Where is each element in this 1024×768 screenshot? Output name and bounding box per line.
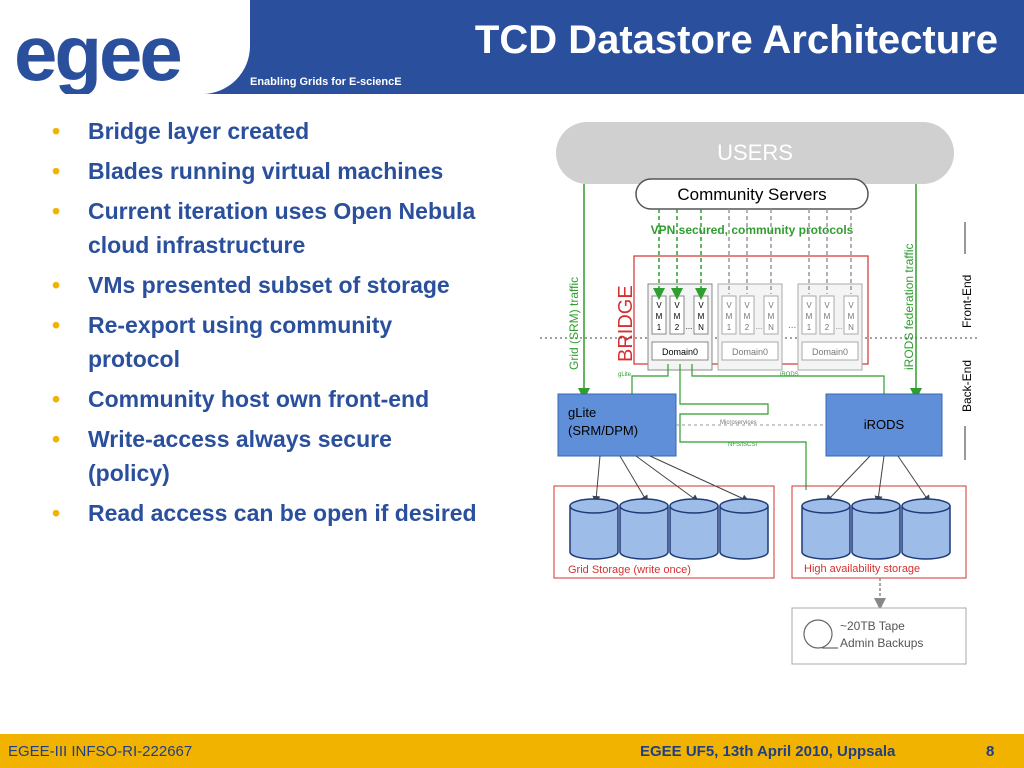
svg-text:V: V xyxy=(768,301,774,310)
glite-small-label: gLite xyxy=(618,372,632,378)
bullet-icon: • xyxy=(52,426,61,452)
svg-text:V: V xyxy=(806,301,812,310)
svg-text:N: N xyxy=(698,323,704,332)
svg-text:V: V xyxy=(656,301,662,310)
front-end-label: Front-End xyxy=(960,275,974,328)
grid-storage-zone xyxy=(553,485,775,579)
blade-group-3: VM1 VM2 ... VMN Domain0 xyxy=(797,283,863,371)
header-bar: egee Enabling Grids for E-sciencE TCD Da… xyxy=(0,0,1024,97)
footer-center: EGEE UF5, 13th April 2010, Uppsala xyxy=(640,743,896,760)
list-item: •Re-export using community protocol xyxy=(48,308,478,376)
svg-text:V: V xyxy=(726,301,732,310)
ha-disks xyxy=(801,498,951,560)
grid-traffic-label: Grid (SRM) traffic xyxy=(567,277,581,370)
tape-label: ~20TB Tape xyxy=(840,619,905,633)
users-label: USERS xyxy=(717,140,793,165)
svg-text:...: ... xyxy=(788,320,796,331)
grid-storage-label: Grid Storage (write once) xyxy=(568,564,691,576)
blade-group-2: VM1 VM2 ... VMN Domain0 xyxy=(717,283,783,371)
footer-left: EGEE-III INFSO-RI-222667 xyxy=(8,743,193,760)
community-servers-label: Community Servers xyxy=(677,185,826,204)
egee-logo: egee xyxy=(0,0,250,97)
svg-text:M: M xyxy=(744,312,751,321)
users-box xyxy=(556,122,954,184)
glite-box xyxy=(557,393,677,457)
glite-label: gLite xyxy=(568,405,596,420)
svg-text:...: ... xyxy=(836,322,843,331)
svg-text:V: V xyxy=(698,301,704,310)
page-number: 8 xyxy=(986,743,995,760)
list-item: •Community host own front-end xyxy=(48,382,478,416)
svg-text:M: M xyxy=(656,312,663,321)
list-item: •Read access can be open if desired xyxy=(48,496,478,530)
tagline: Enabling Grids for E-sciencE xyxy=(250,76,402,88)
tape-reel-icon xyxy=(803,619,833,649)
svg-text:N: N xyxy=(848,323,854,332)
bullet-list: •Bridge layer created •Blades running vi… xyxy=(48,114,478,536)
glite-sublabel: (SRM/DPM) xyxy=(568,423,638,438)
logo-text: egee xyxy=(14,9,180,94)
bullet-icon: • xyxy=(52,386,61,412)
svg-text:1: 1 xyxy=(657,323,662,332)
architecture-diagram: USERS Community Servers VPN secured, com… xyxy=(540,122,980,665)
page-title: TCD Datastore Architecture xyxy=(474,18,998,62)
svg-text:N: N xyxy=(768,323,774,332)
tape-box xyxy=(791,607,967,665)
irods-traffic-label: iRODS federation traffic xyxy=(902,244,916,371)
vm-links xyxy=(653,209,852,300)
svg-text:2: 2 xyxy=(825,323,830,332)
svg-text:2: 2 xyxy=(675,323,680,332)
ha-storage-label: High availability storage xyxy=(804,563,920,575)
svg-text:M: M xyxy=(674,312,681,321)
community-servers-box xyxy=(635,178,869,210)
bullet-icon: • xyxy=(52,272,61,298)
svg-text:V: V xyxy=(744,301,750,310)
microservices-label: Microservices xyxy=(720,420,757,426)
svg-text:V: V xyxy=(674,301,680,310)
list-item: •VMs presented subset of storage xyxy=(48,268,478,302)
svg-text:V: V xyxy=(848,301,854,310)
egee-logo-icon: egee xyxy=(14,9,183,97)
list-item: •Write-access always secure (policy) xyxy=(48,422,478,490)
ha-storage-zone xyxy=(791,485,967,579)
svg-text:M: M xyxy=(726,312,733,321)
vpn-label: VPN secured, community protocols xyxy=(651,223,854,237)
bullet-icon: • xyxy=(52,312,61,338)
bullet-icon: • xyxy=(52,500,61,526)
svg-text:2: 2 xyxy=(745,323,750,332)
domain-label: Domain0 xyxy=(662,347,698,357)
blade-group-1: VM1 VM2 ... VMN Domain0 xyxy=(647,283,713,371)
list-item: •Blades running virtual machines xyxy=(48,154,478,188)
svg-text:V: V xyxy=(824,301,830,310)
svg-text:M: M xyxy=(848,312,855,321)
svg-text:M: M xyxy=(824,312,831,321)
bullet-icon: • xyxy=(52,158,61,184)
ellipsis: ... xyxy=(686,322,693,331)
irods-small-label: iRODS xyxy=(780,372,799,378)
svg-text:M: M xyxy=(768,312,775,321)
nfs-label: NFS/iSCSI xyxy=(728,442,757,448)
irods-label: iRODS xyxy=(864,417,905,432)
grid-disks xyxy=(569,498,769,560)
bullet-icon: • xyxy=(52,198,61,224)
list-item: •Bridge layer created xyxy=(48,114,478,148)
bridge-label: BRIDGE xyxy=(615,285,637,362)
svg-text:1: 1 xyxy=(727,323,732,332)
svg-text:...: ... xyxy=(756,322,763,331)
svg-text:Domain0: Domain0 xyxy=(812,347,848,357)
list-item: •Current iteration uses Open Nebula clou… xyxy=(48,194,478,262)
footer-bar: EGEE-III INFSO-RI-222667 EGEE UF5, 13th … xyxy=(0,734,1024,768)
svg-text:M: M xyxy=(806,312,813,321)
svg-text:Domain0: Domain0 xyxy=(732,347,768,357)
back-end-label: Back-End xyxy=(960,360,974,412)
tape-sublabel: Admin Backups xyxy=(840,636,923,650)
irods-box xyxy=(825,393,943,457)
svg-text:1: 1 xyxy=(807,323,812,332)
bullet-icon: • xyxy=(52,118,61,144)
svg-text:M: M xyxy=(698,312,705,321)
